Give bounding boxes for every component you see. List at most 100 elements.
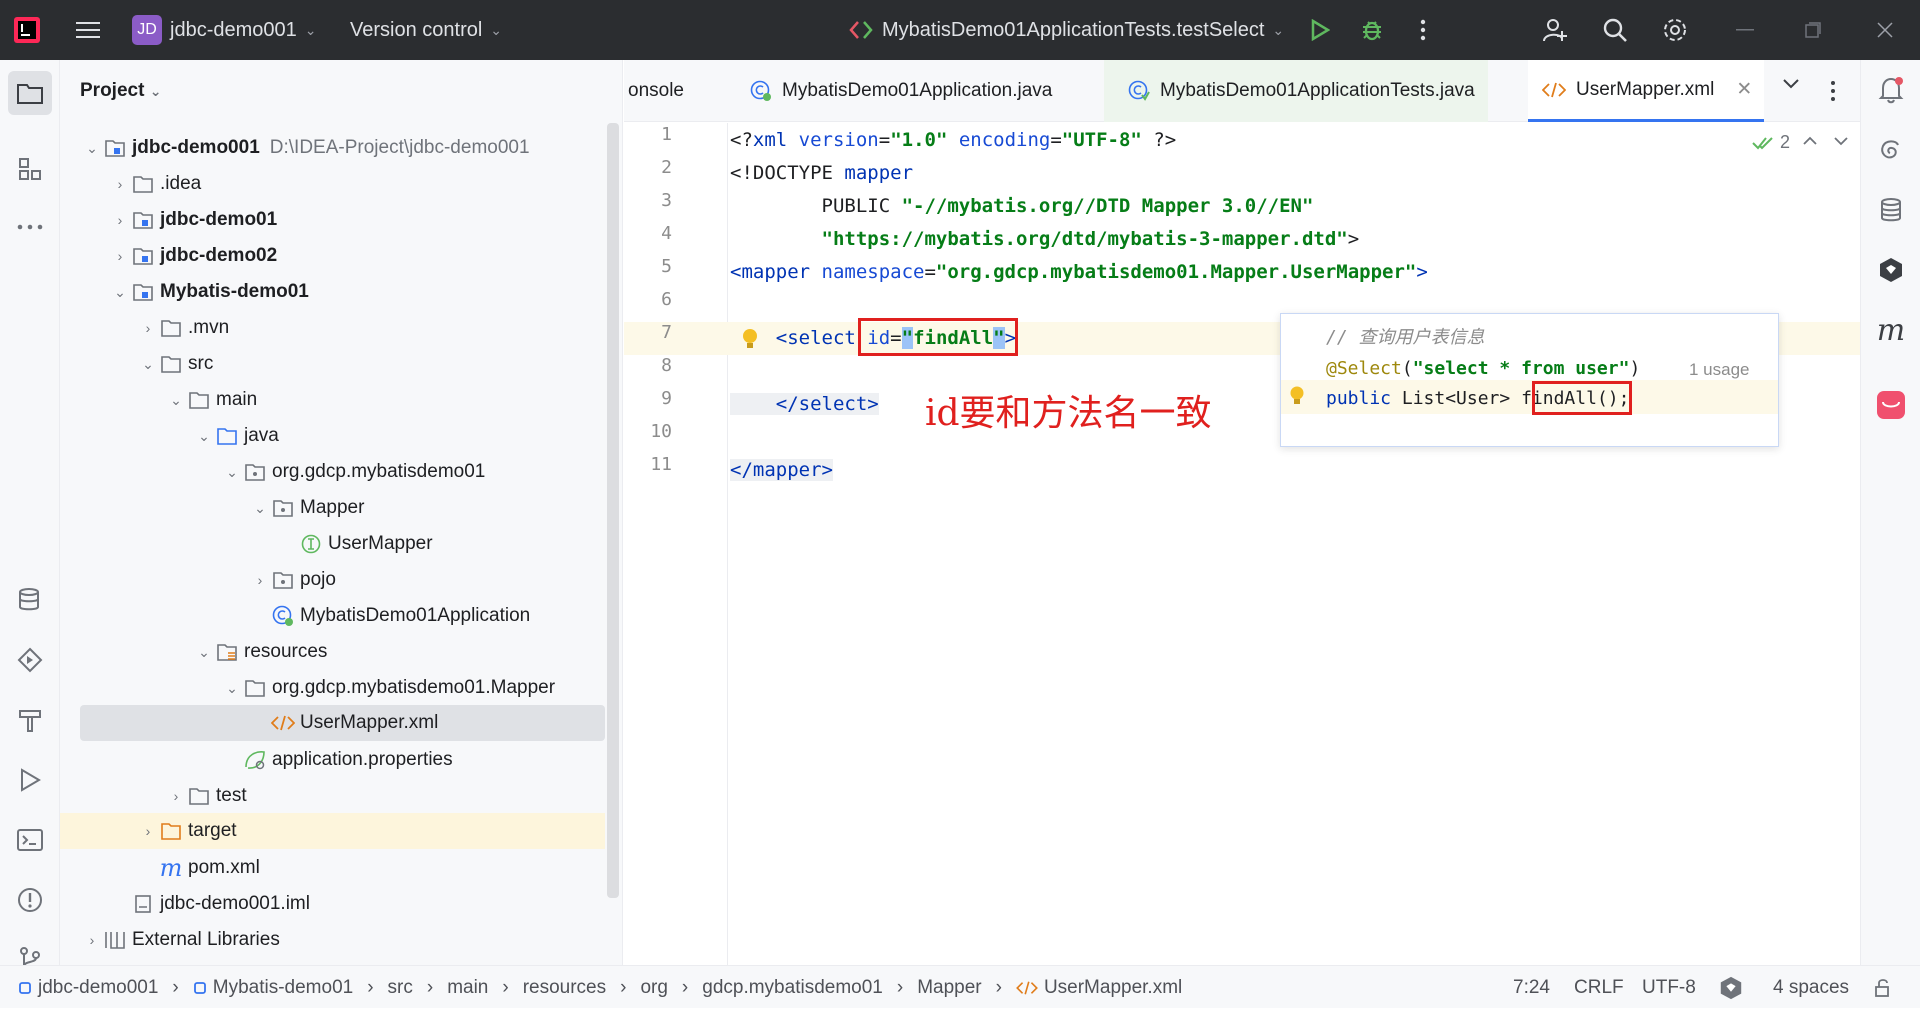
tree-item-main[interactable]: ⌄main — [166, 382, 257, 418]
tree-item-idea[interactable]: ›.idea — [110, 166, 202, 202]
run-config-selector[interactable]: MybatisDemo01ApplicationTests.testSelect… — [848, 0, 1284, 60]
breadcrumb-item[interactable]: UserMapper.xml — [1043, 976, 1183, 998]
build-hammer-icon[interactable] — [0, 695, 60, 745]
lock-icon[interactable] — [1873, 966, 1893, 1009]
debug-icon[interactable] — [1357, 15, 1387, 45]
tree-item-iml[interactable]: jdbc-demo001.iml — [110, 886, 310, 922]
problems-icon[interactable] — [0, 875, 60, 925]
code-token: "select * from user" — [1412, 358, 1630, 379]
tree-item-application-class[interactable]: MybatisDemo01Application — [250, 598, 530, 634]
ai-assistant-icon[interactable] — [1861, 125, 1920, 175]
tree-item-application-properties[interactable]: application.properties — [222, 742, 453, 778]
tab-console[interactable]: onsole — [624, 60, 716, 122]
code-line-4[interactable]: "https://mybatis.org/dtd/mybatis-3-mappe… — [730, 223, 1360, 256]
settings-gear-icon[interactable] — [1660, 15, 1690, 45]
tree-item-test[interactable]: ›test — [166, 778, 247, 814]
code-line-5[interactable]: <mapper namespace="org.gdcp.mybatisdemo0… — [730, 256, 1428, 289]
structure-icon[interactable] — [0, 144, 60, 194]
highlight-box-method — [1532, 381, 1632, 415]
tree-item-resources[interactable]: ⌄resources — [194, 634, 327, 670]
terminal-icon[interactable] — [0, 815, 60, 865]
tree-item-package[interactable]: ⌄org.gdcp.mybatisdemo01 — [222, 454, 485, 490]
project-panel-header[interactable]: Project ⌄ — [80, 80, 161, 102]
services-icon[interactable] — [0, 635, 60, 685]
code-line-7[interactable]: <select id="findAll"> — [730, 322, 1016, 355]
tabs-more-icon[interactable] — [1830, 80, 1836, 102]
copilot-status-icon[interactable] — [1718, 966, 1744, 1009]
chevron-right-icon: › — [117, 212, 123, 228]
tree-item-mvn[interactable]: ›.mvn — [138, 310, 230, 346]
plugin-app-icon[interactable] — [1861, 380, 1920, 430]
breadcrumb-item[interactable]: resources — [522, 976, 607, 998]
code-line-9[interactable]: </select> — [730, 388, 879, 421]
tabs-dropdown-icon[interactable] — [1782, 78, 1800, 90]
quick-definition-popup[interactable]: // 查询用户表信息 @Select("select * from user")… — [1280, 313, 1779, 447]
breadcrumb-item[interactable]: jdbc-demo001 — [38, 976, 159, 998]
database-icon[interactable] — [1861, 185, 1920, 235]
popup-signature-line: public List<User> findAll(); — [1326, 382, 1629, 415]
database-icon[interactable] — [0, 575, 60, 625]
restore-window-icon[interactable] — [1798, 15, 1828, 45]
breadcrumb-item[interactable]: main — [447, 976, 489, 998]
tree-item-jdbc-demo02[interactable]: ›jdbc-demo02 — [110, 238, 278, 274]
breadcrumb-item[interactable]: src — [387, 976, 413, 998]
project-scrollbar[interactable] — [607, 123, 619, 898]
notifications-bell-icon[interactable] — [1861, 65, 1920, 115]
run-tool-icon[interactable] — [0, 755, 60, 805]
chevron-right-icon: › — [502, 976, 509, 998]
module-icon — [193, 981, 207, 995]
breadcrumb-item[interactable]: Mapper — [917, 976, 982, 998]
tree-item-pojo[interactable]: ›pojo — [250, 562, 336, 598]
close-tab-icon[interactable]: ✕ — [1736, 79, 1753, 100]
breadcrumb-item[interactable]: gdcp.mybatisdemo01 — [702, 976, 883, 998]
tree-item-resource-package[interactable]: ⌄org.gdcp.mybatisdemo01.Mapper — [222, 670, 555, 706]
version-control-menu[interactable]: Version control ⌄ — [350, 0, 502, 60]
chevron-down-icon: ⌄ — [304, 21, 317, 38]
resources-folder-icon — [214, 640, 240, 664]
breadcrumb-item[interactable]: org — [640, 976, 668, 998]
tree-item-java[interactable]: ⌄java — [194, 418, 279, 454]
tree-item-label: jdbc-demo001.iml — [160, 893, 310, 914]
inspection-widget[interactable]: 2 — [1752, 132, 1790, 153]
search-icon[interactable] — [1600, 15, 1630, 45]
more-actions-icon[interactable] — [1408, 15, 1438, 45]
tab-application-tests-java[interactable]: MybatisDemo01ApplicationTests.java — [1104, 60, 1488, 122]
tree-item-mapper[interactable]: ⌄Mapper — [250, 490, 364, 526]
next-highlight-icon[interactable] — [1834, 136, 1848, 146]
project-tool-icon[interactable] — [0, 68, 60, 118]
add-user-icon[interactable] — [1540, 15, 1570, 45]
code-line-3[interactable]: PUBLIC "-//mybatis.org//DTD Mapper 3.0//… — [730, 190, 1314, 223]
close-window-icon[interactable] — [1870, 15, 1900, 45]
line-separator[interactable]: CRLF — [1574, 976, 1624, 998]
tree-item-external-libraries[interactable]: ›External Libraries — [82, 922, 280, 958]
main-menu-icon[interactable] — [73, 15, 103, 45]
folder-icon — [242, 676, 268, 700]
tab-application-java[interactable]: MybatisDemo01Application.java — [750, 60, 1110, 122]
tree-item-jdbc-demo01[interactable]: ›jdbc-demo01 — [110, 202, 278, 238]
intention-bulb-icon[interactable] — [741, 327, 759, 351]
code-line-2[interactable]: <!DOCTYPE mapper — [730, 157, 913, 190]
code-line-1[interactable]: <?xml version="1.0" encoding="UTF-8" ?> — [730, 124, 1176, 157]
caret-position[interactable]: 7:24 — [1513, 976, 1550, 998]
minimize-window-icon[interactable] — [1730, 15, 1760, 45]
intellij-logo-icon[interactable] — [12, 15, 42, 45]
project-switcher[interactable]: JD jdbc-demo001 ⌄ — [132, 0, 316, 60]
maven-tool-icon[interactable]: m — [1876, 312, 1906, 348]
run-icon[interactable] — [1305, 15, 1335, 45]
tab-usermapper-xml[interactable]: UserMapper.xml✕ — [1528, 60, 1764, 122]
tree-item-usermapper-xml[interactable]: UserMapper.xml — [250, 705, 438, 741]
tree-item-target[interactable]: ›target — [138, 813, 237, 849]
more-tools-icon[interactable] — [0, 202, 60, 252]
indent-setting[interactable]: 4 spaces — [1773, 976, 1850, 998]
tree-item-mybatis-demo01[interactable]: ⌄Mybatis-demo01 — [110, 274, 309, 310]
breadcrumb-item[interactable]: Mybatis-demo01 — [212, 976, 354, 998]
tree-item-usermapper[interactable]: UserMapper — [278, 526, 433, 562]
file-encoding[interactable]: UTF-8 — [1642, 976, 1696, 998]
tree-item-src[interactable]: ⌄src — [138, 346, 213, 382]
previous-highlight-icon[interactable] — [1803, 136, 1817, 146]
copilot-icon[interactable] — [1861, 245, 1920, 295]
usages-hint[interactable]: 1 usage — [1689, 360, 1750, 379]
code-line-11[interactable]: </mapper> — [730, 454, 833, 487]
